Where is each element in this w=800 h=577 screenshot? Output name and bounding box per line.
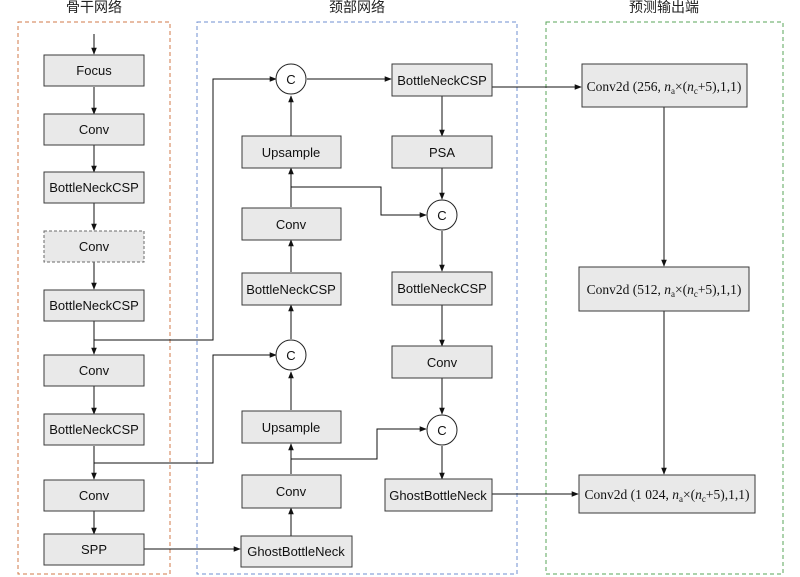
svg-text:BottleNeckCSP: BottleNeckCSP bbox=[49, 298, 139, 313]
neck-upsample-2: Upsample bbox=[241, 410, 342, 444]
svg-text:Conv: Conv bbox=[276, 217, 307, 232]
neck-conv-left-1: Conv bbox=[241, 207, 342, 241]
head-conv2d-512: Conv2d (512, na×(nc+5),1,1) bbox=[578, 266, 750, 312]
neck-concat-3: C bbox=[426, 199, 458, 231]
svg-text:SPP: SPP bbox=[81, 542, 107, 557]
backbone-bottleneckcsp-2: BottleNeckCSP bbox=[43, 289, 145, 322]
neck-conv-mid: Conv bbox=[391, 345, 493, 379]
svg-text:GhostBottleNeck: GhostBottleNeck bbox=[247, 544, 345, 559]
neck-concat-2: C bbox=[275, 339, 307, 371]
svg-text:Conv: Conv bbox=[427, 355, 458, 370]
head-frame bbox=[545, 21, 784, 575]
head-conv2d-256: Conv2d (256, na×(nc+5),1,1) bbox=[581, 63, 748, 108]
backbone-title: 骨干网络 bbox=[66, 0, 122, 16]
connections bbox=[91, 34, 667, 552]
neck-bottleneckcsp-left: BottleNeckCSP bbox=[241, 272, 342, 306]
svg-text:C: C bbox=[286, 348, 295, 363]
neck-frame bbox=[196, 21, 518, 575]
svg-text:Conv: Conv bbox=[276, 484, 307, 499]
head-conv2d-1024: Conv2d (1 024, na×(nc+5),1,1) bbox=[578, 474, 756, 514]
backbone-conv-3: Conv bbox=[43, 354, 145, 387]
svg-text:Conv2d (256, na×(nc+5),1,1): Conv2d (256, na×(nc+5),1,1) bbox=[587, 79, 742, 96]
svg-text:PSA: PSA bbox=[429, 145, 455, 160]
neck-title: 颈部网络 bbox=[329, 0, 385, 16]
neck-psa: PSA bbox=[391, 135, 493, 169]
svg-text:Conv: Conv bbox=[79, 122, 110, 137]
backbone-conv-4: Conv bbox=[43, 479, 145, 512]
svg-text:BottleNeckCSP: BottleNeckCSP bbox=[246, 282, 336, 297]
head-title: 预测输出端 bbox=[629, 0, 699, 16]
svg-text:BottleNeckCSP: BottleNeckCSP bbox=[49, 422, 139, 437]
backbone-frame bbox=[17, 21, 171, 575]
neck-conv-left-2: Conv bbox=[241, 474, 342, 509]
svg-text:Conv2d (1 024, na×(nc+5),1,1): Conv2d (1 024, na×(nc+5),1,1) bbox=[585, 487, 750, 504]
svg-text:C: C bbox=[437, 208, 446, 223]
neck-upsample-1: Upsample bbox=[241, 135, 342, 169]
svg-text:Conv2d (512, na×(nc+5),1,1): Conv2d (512, na×(nc+5),1,1) bbox=[587, 282, 742, 299]
svg-text:C: C bbox=[286, 72, 295, 87]
backbone-focus: Focus bbox=[43, 54, 145, 87]
neck-bottleneckcsp-mid: BottleNeckCSP bbox=[391, 271, 493, 306]
svg-text:Conv: Conv bbox=[79, 363, 110, 378]
backbone-bottleneckcsp-3: BottleNeckCSP bbox=[43, 413, 145, 446]
neck-ghostbottleneck-bottom: GhostBottleNeck bbox=[240, 535, 353, 568]
svg-text:Focus: Focus bbox=[76, 63, 112, 78]
svg-text:BottleNeckCSP: BottleNeckCSP bbox=[397, 281, 487, 296]
svg-text:BottleNeckCSP: BottleNeckCSP bbox=[397, 73, 487, 88]
svg-text:C: C bbox=[437, 423, 446, 438]
svg-text:BottleNeckCSP: BottleNeckCSP bbox=[49, 180, 139, 195]
svg-text:Conv: Conv bbox=[79, 239, 110, 254]
neck-bottleneckcsp-top: BottleNeckCSP bbox=[391, 63, 493, 97]
neck-ghostbottleneck-right: GhostBottleNeck bbox=[384, 478, 493, 512]
svg-text:Upsample: Upsample bbox=[262, 420, 321, 435]
neck-concat-1: C bbox=[275, 63, 307, 95]
backbone-conv-2: Conv bbox=[43, 230, 145, 263]
backbone-conv-1: Conv bbox=[43, 113, 145, 146]
backbone-spp: SPP bbox=[43, 533, 145, 566]
svg-text:GhostBottleNeck: GhostBottleNeck bbox=[389, 488, 487, 503]
backbone-bottleneckcsp-1: BottleNeckCSP bbox=[43, 171, 145, 204]
svg-text:Upsample: Upsample bbox=[262, 145, 321, 160]
svg-text:Conv: Conv bbox=[79, 488, 110, 503]
neck-concat-4: C bbox=[426, 414, 458, 446]
